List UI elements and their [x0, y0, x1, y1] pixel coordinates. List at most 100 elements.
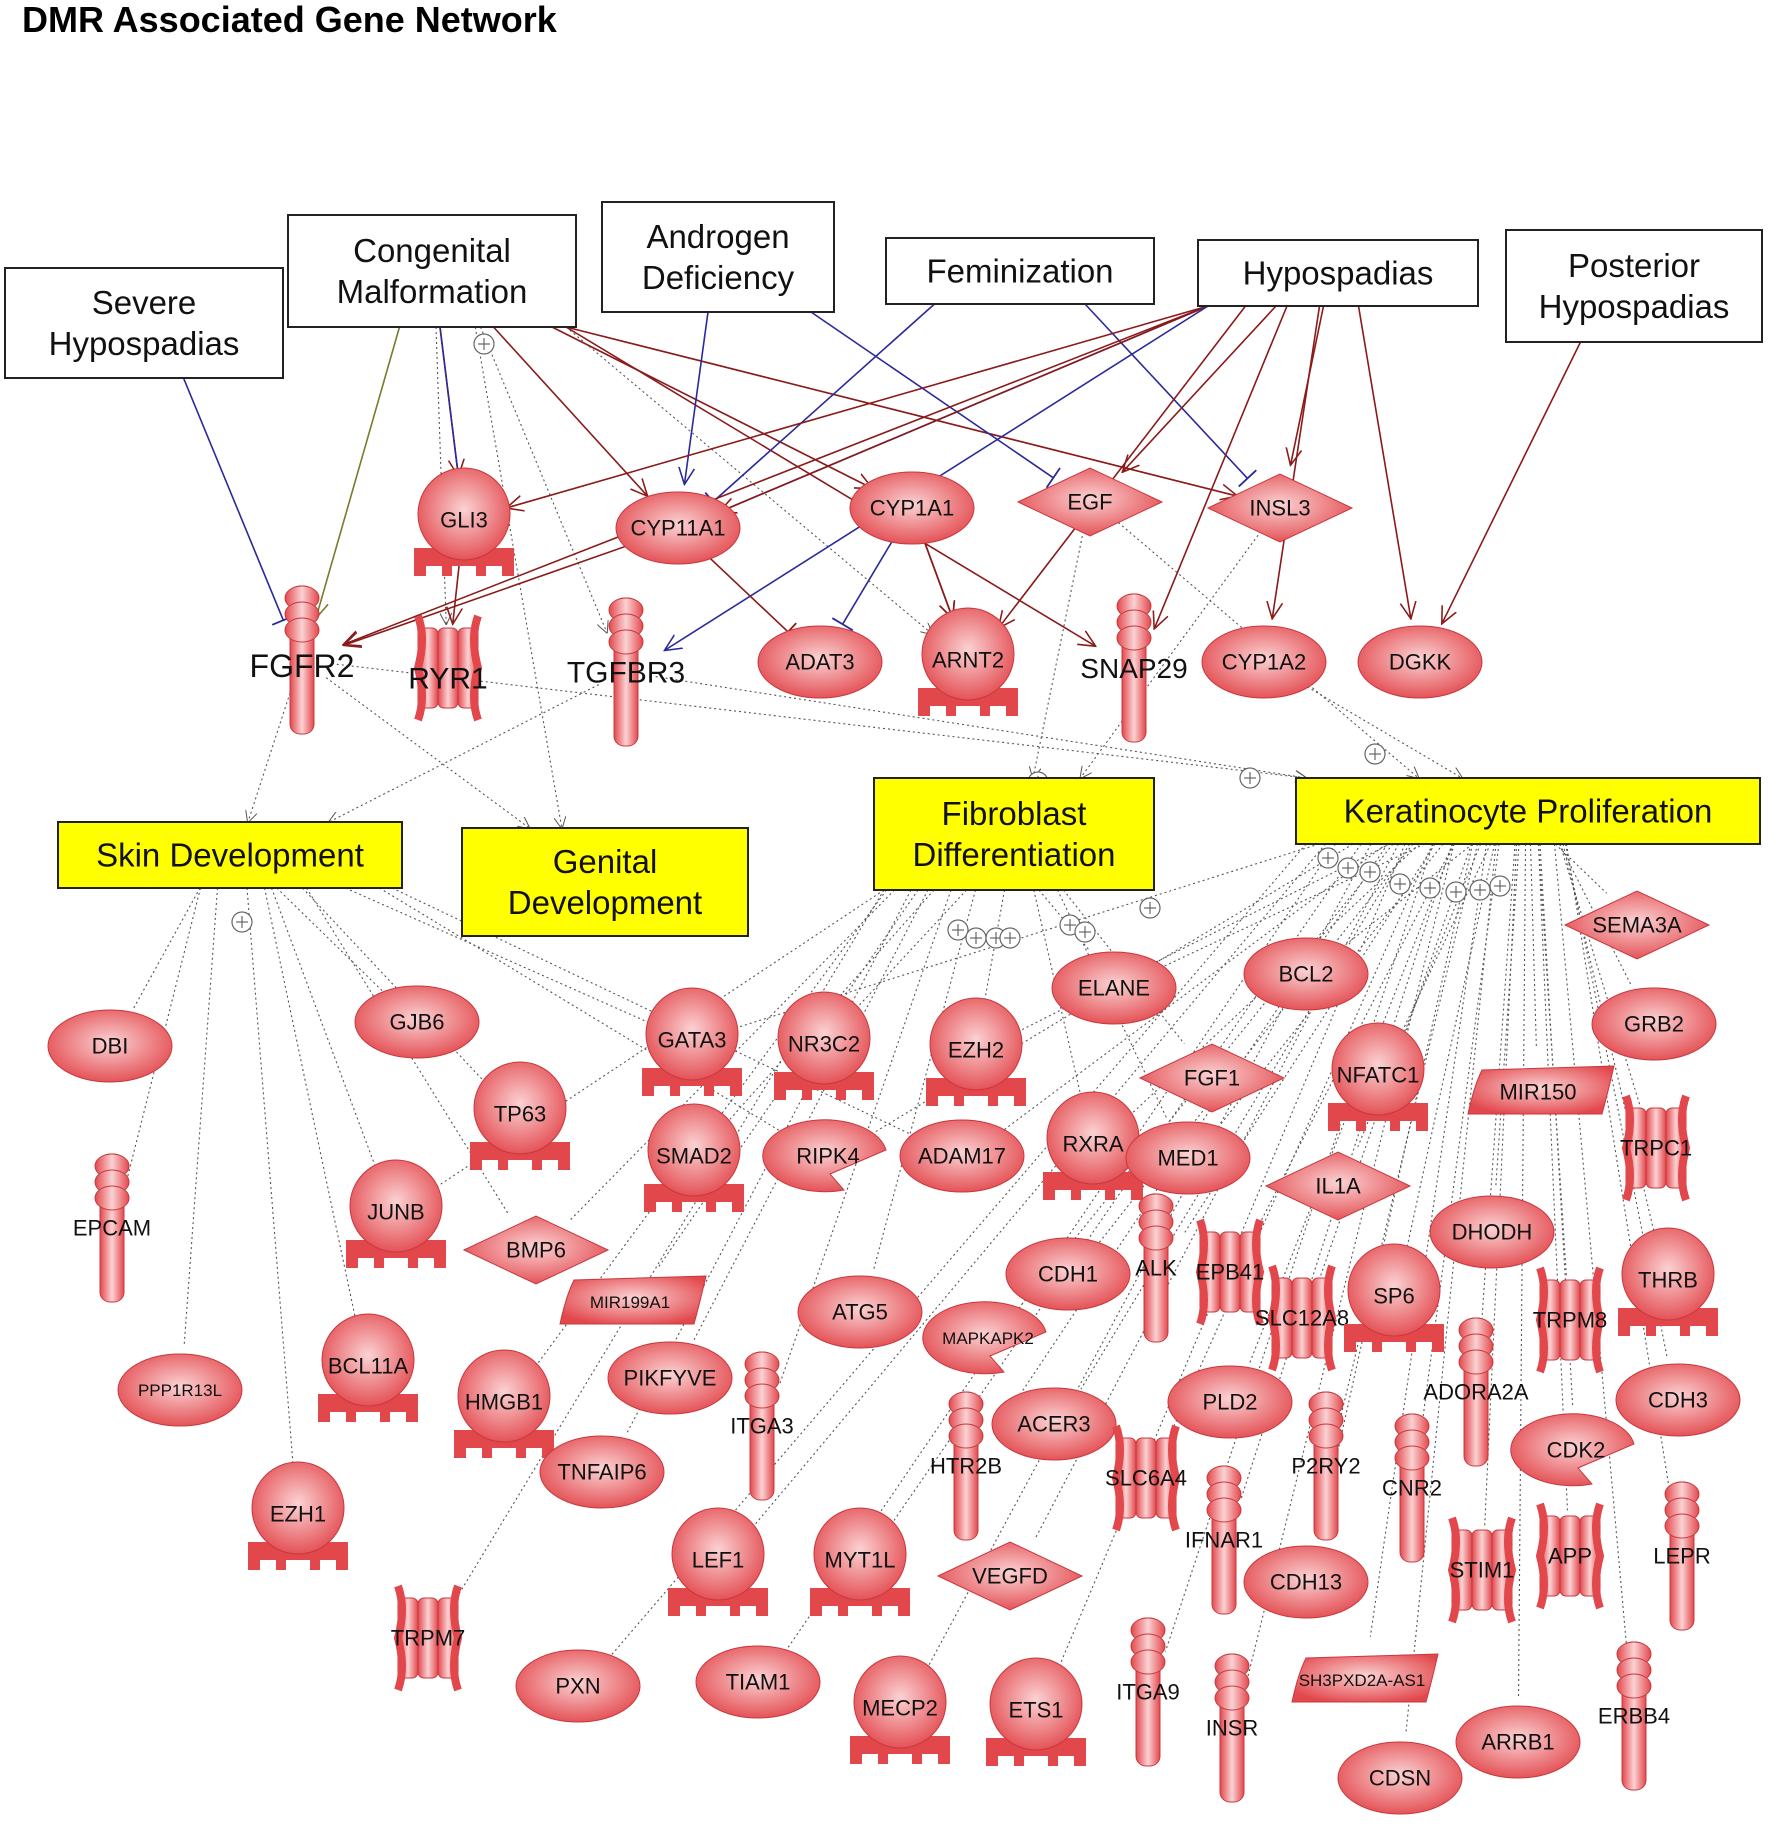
gene-node-sema3a[interactable]: SEMA3A: [1563, 890, 1711, 960]
gene-node-p2ry2[interactable]: P2RY2: [1291, 1391, 1361, 1541]
gene-node-hmgb1[interactable]: HMGB1: [454, 1349, 554, 1458]
gene-node-adat3[interactable]: ADAT3: [757, 625, 883, 699]
gene-node-itga3[interactable]: ITGA3: [730, 1351, 794, 1501]
gene-label: INSL3: [1249, 496, 1310, 521]
edge-congmal-to-gli3: [439, 326, 471, 479]
gene-node-cyp11a1[interactable]: CYP11A1: [615, 491, 741, 565]
gene-node-gjb6[interactable]: GJB6: [354, 985, 480, 1059]
gene-node-lef1[interactable]: LEF1: [668, 1507, 768, 1616]
gene-node-tiam1[interactable]: TIAM1: [695, 1645, 821, 1719]
gene-node-epb41[interactable]: EPB41: [1196, 1218, 1265, 1326]
gene-node-cdh13[interactable]: CDH13: [1243, 1545, 1369, 1619]
gene-node-myt1l[interactable]: MYT1L: [810, 1507, 910, 1616]
gene-node-dgkk[interactable]: DGKK: [1357, 625, 1483, 699]
disease-box-feminization[interactable]: Feminization: [885, 237, 1155, 305]
gene-node-bmp6[interactable]: BMP6: [462, 1215, 610, 1285]
gene-node-mecp2[interactable]: MECP2: [850, 1655, 950, 1764]
gene-node-junb[interactable]: JUNB: [346, 1159, 446, 1268]
gene-label: MIR150: [1499, 1080, 1576, 1105]
gene-node-app[interactable]: APP: [1535, 1502, 1605, 1610]
gene-node-ezh1[interactable]: EZH1: [248, 1461, 348, 1570]
gene-label: FGFR2: [250, 648, 355, 684]
gene-node-htr2b[interactable]: HTR2B: [930, 1391, 1002, 1541]
gene-node-trpm8[interactable]: TRPM8: [1533, 1266, 1608, 1374]
gene-node-ripk4[interactable]: RIPK4: [762, 1119, 887, 1193]
gene-node-mapkapk2[interactable]: MAPKAPK2: [922, 1301, 1047, 1375]
gene-node-slc12a8[interactable]: SLC12A8: [1255, 1264, 1349, 1372]
gene-node-slc6a4[interactable]: SLC6A4: [1105, 1424, 1187, 1532]
gene-node-egf[interactable]: EGF: [1016, 467, 1164, 537]
gene-node-trpm7[interactable]: TRPM7: [391, 1584, 466, 1692]
gene-label: SNAP29: [1080, 653, 1187, 684]
gene-node-nfatc1[interactable]: NFATC1: [1328, 1022, 1428, 1131]
function-box-skin-development[interactable]: Skin Development: [57, 821, 403, 889]
gene-node-ets1[interactable]: ETS1: [986, 1657, 1086, 1766]
gene-node-tgfbr3[interactable]: TGFBR3: [567, 597, 685, 747]
gene-node-tp63[interactable]: TP63: [470, 1061, 570, 1170]
gene-node-ppp1r13l[interactable]: PPP1R13L: [117, 1353, 243, 1427]
gene-node-erbb4[interactable]: ERBB4: [1598, 1641, 1670, 1791]
gene-node-cyp1a2[interactable]: CYP1A2: [1201, 625, 1327, 699]
gene-node-pikfyve[interactable]: PIKFYVE: [607, 1341, 733, 1415]
gene-node-il1a[interactable]: IL1A: [1264, 1151, 1412, 1221]
gene-node-gli3[interactable]: GLI3: [414, 467, 514, 576]
gene-node-atg5[interactable]: ATG5: [797, 1275, 923, 1349]
gene-node-dbi[interactable]: DBI: [47, 1009, 173, 1083]
gene-label: THRB: [1638, 1268, 1698, 1293]
gene-node-grb2[interactable]: GRB2: [1591, 987, 1717, 1061]
gene-node-dhodh[interactable]: DHODH: [1429, 1195, 1555, 1269]
gene-node-cdsn[interactable]: CDSN: [1337, 1741, 1463, 1815]
gene-node-ryr1[interactable]: RYR1: [408, 614, 488, 722]
gene-node-gata3[interactable]: GATA3: [642, 987, 742, 1096]
gene-node-med1[interactable]: MED1: [1125, 1121, 1251, 1195]
gene-node-insr[interactable]: INSR: [1206, 1653, 1259, 1803]
gene-node-ifnar1[interactable]: IFNAR1: [1185, 1465, 1263, 1615]
gene-node-lepr[interactable]: LEPR: [1653, 1481, 1711, 1631]
gene-node-acer3[interactable]: ACER3: [991, 1387, 1117, 1461]
gene-node-vegfd[interactable]: VEGFD: [936, 1541, 1084, 1611]
gene-node-bcl11a[interactable]: BCL11A: [318, 1313, 418, 1422]
function-box-keratinocyte-proliferation[interactable]: Keratinocyte Proliferation: [1295, 777, 1761, 845]
gene-node-mir150[interactable]: MIR150: [1467, 1065, 1615, 1115]
gene-node-stim1[interactable]: STIM1: [1447, 1516, 1517, 1624]
gene-node-rxra[interactable]: RXRA: [1043, 1091, 1143, 1200]
gene-node-alk[interactable]: ALK: [1135, 1193, 1177, 1343]
gene-node-insl3[interactable]: INSL3: [1206, 473, 1354, 543]
gene-node-cyp1a1[interactable]: CYP1A1: [849, 471, 975, 545]
gene-node-fgfr2[interactable]: FGFR2: [250, 585, 355, 735]
gene-node-nr3c2[interactable]: NR3C2: [774, 991, 874, 1100]
gene-node-adam17[interactable]: ADAM17: [899, 1119, 1025, 1193]
gene-node-snap29[interactable]: SNAP29: [1080, 593, 1188, 743]
gene-node-fgf1[interactable]: FGF1: [1138, 1043, 1286, 1113]
disease-box-hypospadias[interactable]: Hypospadias: [1197, 239, 1479, 307]
gene-node-trpc1[interactable]: TRPC1: [1620, 1094, 1692, 1202]
gene-node-itga9[interactable]: ITGA9: [1116, 1617, 1180, 1767]
gene-node-epcam[interactable]: EPCAM: [73, 1153, 151, 1303]
gene-node-sp6[interactable]: SP6: [1344, 1243, 1444, 1352]
gene-node-smad2[interactable]: SMAD2: [644, 1103, 744, 1212]
gene-node-thrb[interactable]: THRB: [1618, 1227, 1718, 1336]
gene-node-cdh3[interactable]: CDH3: [1615, 1363, 1741, 1437]
gene-node-elane[interactable]: ELANE: [1051, 951, 1177, 1025]
gene-node-cdh1[interactable]: CDH1: [1005, 1237, 1131, 1311]
gene-node-pxn[interactable]: PXN: [515, 1649, 641, 1723]
gene-node-cnr2[interactable]: CNR2: [1382, 1413, 1442, 1563]
gene-node-tnfaip6[interactable]: TNFAIP6: [539, 1435, 665, 1509]
gene-node-adora2a[interactable]: ADORA2A: [1423, 1317, 1529, 1467]
gene-node-mir199a1[interactable]: MIR199A1: [559, 1275, 707, 1325]
gene-label: ITGA3: [730, 1414, 794, 1439]
gene-node-ezh2[interactable]: EZH2: [926, 997, 1026, 1106]
gene-node-arnt2[interactable]: ARNT2: [918, 607, 1018, 716]
gene-node-pld2[interactable]: PLD2: [1167, 1365, 1293, 1439]
gene-node-sh3pxd2a-as1[interactable]: SH3PXD2A-AS1: [1291, 1653, 1439, 1703]
gene-node-arrb1[interactable]: ARRB1: [1455, 1705, 1581, 1779]
gene-node-bcl2[interactable]: BCL2: [1243, 937, 1369, 1011]
gene-node-cdk2[interactable]: CDK2: [1510, 1413, 1635, 1487]
edge-cyp11a1-to-fgfr2: [344, 537, 650, 646]
